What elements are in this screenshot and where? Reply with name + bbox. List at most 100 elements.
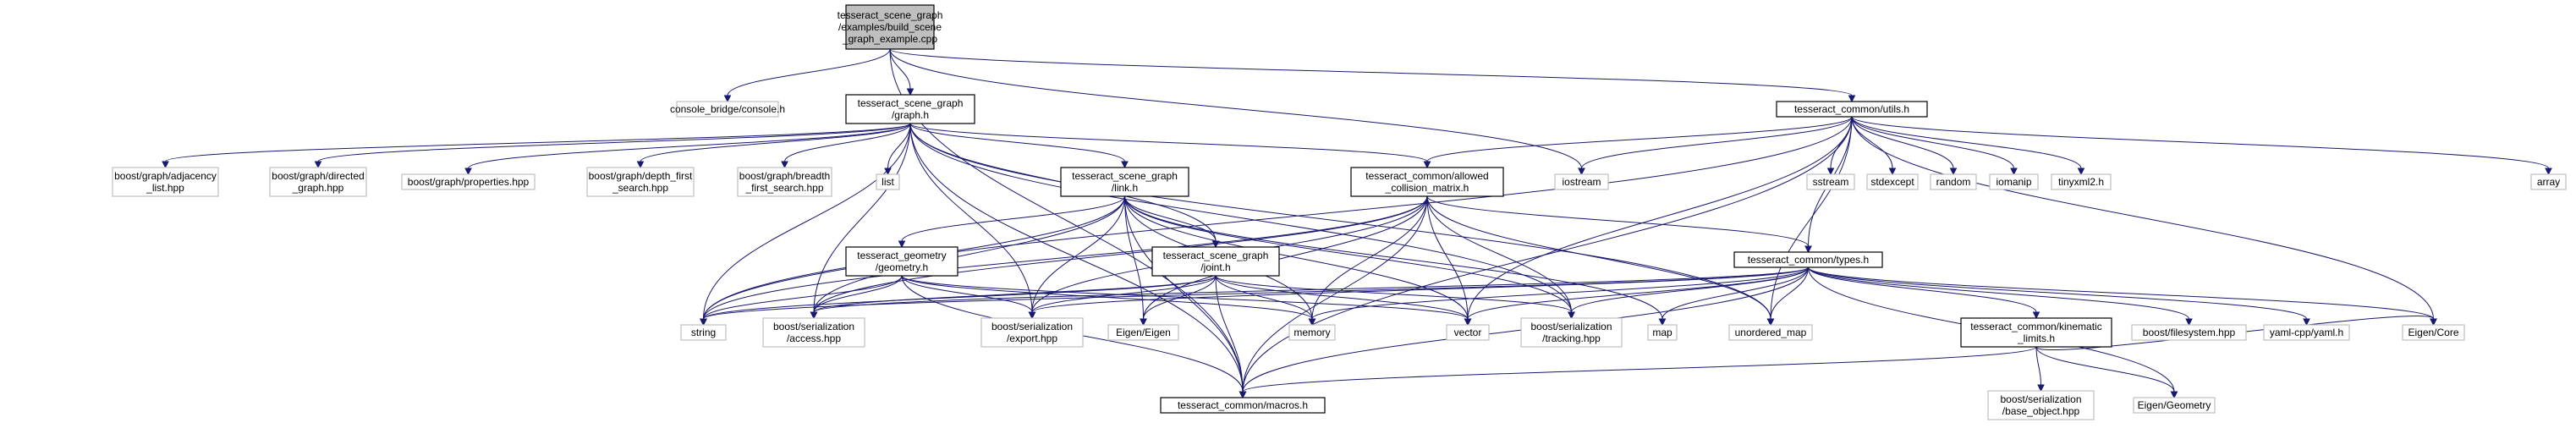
node-utils[interactable]: tesseract_common/utils.h — [1776, 101, 1928, 118]
edge-arrowhead — [2430, 318, 2437, 327]
edge-line — [1242, 346, 2037, 393]
node-label-line: tesseract_common/utils.h — [1794, 103, 1909, 115]
node-label-line: vector — [1454, 327, 1482, 338]
node-label-line: boost/serialization — [2000, 393, 2081, 405]
node-tracking: boost/serialization/tracking.hpp — [1520, 317, 1623, 348]
node-fs: boost/filesystem.hpp — [2131, 324, 2247, 341]
edge-arrowhead — [2032, 311, 2040, 320]
node-box — [2402, 324, 2465, 341]
node-macros[interactable]: tesseract_common/macros.h — [1160, 397, 1326, 414]
edge-line — [1571, 266, 1809, 313]
edge-types-to-core — [1808, 266, 2437, 327]
edge-arrowhead — [1239, 391, 1247, 399]
edge-arrowhead — [898, 240, 906, 249]
node-root[interactable]: tesseract_scene_graph/examples/build_sce… — [838, 4, 943, 50]
node-array: array — [2530, 173, 2567, 190]
edge-line — [889, 48, 1582, 169]
edge-arrowhead — [314, 161, 322, 169]
edge-line — [909, 123, 1033, 313]
node-label-line: memory — [1293, 327, 1330, 338]
node-acm[interactable]: tesseract_common/allowed_collision_matri… — [1350, 167, 1504, 197]
node-box — [1989, 173, 2039, 190]
edge-types-to-access — [810, 266, 1809, 320]
edge-line — [703, 195, 1428, 320]
edge-utils-to-core — [1851, 116, 2437, 327]
node-label-line: _search.hpp — [612, 182, 668, 194]
node-box — [112, 167, 219, 197]
node-core: Eigen/Core — [2402, 324, 2465, 341]
node-box — [1554, 173, 1609, 190]
node-kin[interactable]: tesseract_common/kinematic_limits.h — [1960, 317, 2112, 348]
node-label-line: string — [691, 327, 716, 338]
edge-line — [1467, 116, 1853, 320]
node-iomanip: iomanip — [1989, 173, 2039, 190]
node-label-line: _first_search.hpp — [744, 182, 823, 194]
node-box — [845, 4, 935, 50]
node-label-line: tesseract_scene_graph — [838, 9, 943, 21]
node-box — [2133, 397, 2216, 414]
edge-kin-to-baseobj — [2035, 346, 2045, 393]
edge-types-to-kin — [1808, 266, 2040, 320]
node-label-line: /export.hpp — [1007, 332, 1057, 344]
edge-utils-to-acm — [1423, 116, 1853, 169]
node-label-line: Eigen/Core — [2408, 327, 2458, 338]
edge-line — [1426, 195, 1469, 320]
node-joint[interactable]: tesseract_scene_graph/joint.h — [1151, 246, 1280, 277]
edge-graph-to-link — [909, 123, 1129, 169]
node-dfs: boost/graph/depth_first_search.hpp — [586, 167, 695, 197]
node-box — [680, 324, 727, 341]
node-box — [1060, 167, 1189, 197]
node-label-line: _limits.h — [2017, 332, 2055, 344]
node-label-line: tesseract_common/allowed — [1365, 170, 1488, 182]
node-box — [1151, 246, 1280, 277]
node-label-line: /joint.h — [1200, 261, 1230, 273]
edge-line — [909, 123, 1771, 320]
edge-link-to-geometry — [898, 195, 1125, 249]
edge-arrowhead — [700, 318, 707, 327]
edge-utils-to-random — [1851, 116, 1958, 176]
node-box — [762, 317, 865, 348]
node-graph[interactable]: tesseract_scene_graph/graph.h — [845, 94, 975, 124]
edge-line — [1311, 266, 1809, 320]
edge-line — [1242, 116, 1853, 393]
node-box — [2131, 324, 2247, 341]
node-bfs: boost/graph/breadth_first_search.hpp — [737, 167, 832, 197]
edge-arrowhead — [1568, 311, 1575, 320]
node-label-line: /geometry.h — [876, 261, 928, 273]
node-label-line: boost/serialization — [1530, 321, 1612, 332]
edge-arrowhead — [636, 161, 645, 169]
edge-line — [1031, 195, 1125, 313]
edge-arrowhead — [906, 88, 915, 96]
edge-graph-to-dirg — [314, 123, 911, 169]
node-label-line: map — [1652, 327, 1672, 338]
edge-utils-to-array — [1851, 116, 2552, 176]
nodes-layer: tesseract_scene_graph/examples/build_sce… — [112, 4, 2567, 420]
edge-line — [1143, 195, 1428, 320]
edge-line — [1770, 116, 1853, 320]
node-label-line: /graph.h — [892, 109, 929, 121]
node-yaml: yaml-cpp/yaml.h — [2263, 324, 2350, 341]
node-label-line: random — [1936, 176, 1971, 188]
node-box — [980, 317, 1084, 348]
edge-arrowhead — [781, 161, 788, 169]
node-label-line: boost/serialization — [991, 321, 1073, 332]
edge-line — [901, 195, 1125, 242]
edge-graph-to-dfs — [636, 123, 911, 169]
node-label-line: Eigen/Geometry — [2138, 399, 2211, 411]
node-label-line: stdexcept — [1870, 176, 1914, 188]
edge-arrowhead — [162, 161, 169, 169]
node-box — [2051, 173, 2112, 190]
edge-line — [1124, 195, 1144, 320]
node-label-line: _collision_matrix.h — [1385, 182, 1469, 194]
node-box — [1160, 397, 1326, 414]
edge-arrowhead — [1578, 168, 1585, 176]
node-label-line: Eigen/Eigen — [1116, 327, 1171, 338]
node-link[interactable]: tesseract_scene_graph/link.h — [1060, 167, 1189, 197]
node-box — [1866, 173, 1919, 190]
edge-arrowhead — [2545, 168, 2552, 176]
node-label-line: boost/graph/depth_first — [589, 170, 693, 182]
node-geometry[interactable]: tesseract_geometry/geometry.h — [845, 246, 958, 277]
node-eigen: Eigen/Eigen — [1107, 324, 1179, 341]
node-types[interactable]: tesseract_common/types.h — [1733, 251, 1883, 268]
edge-line — [813, 123, 911, 313]
